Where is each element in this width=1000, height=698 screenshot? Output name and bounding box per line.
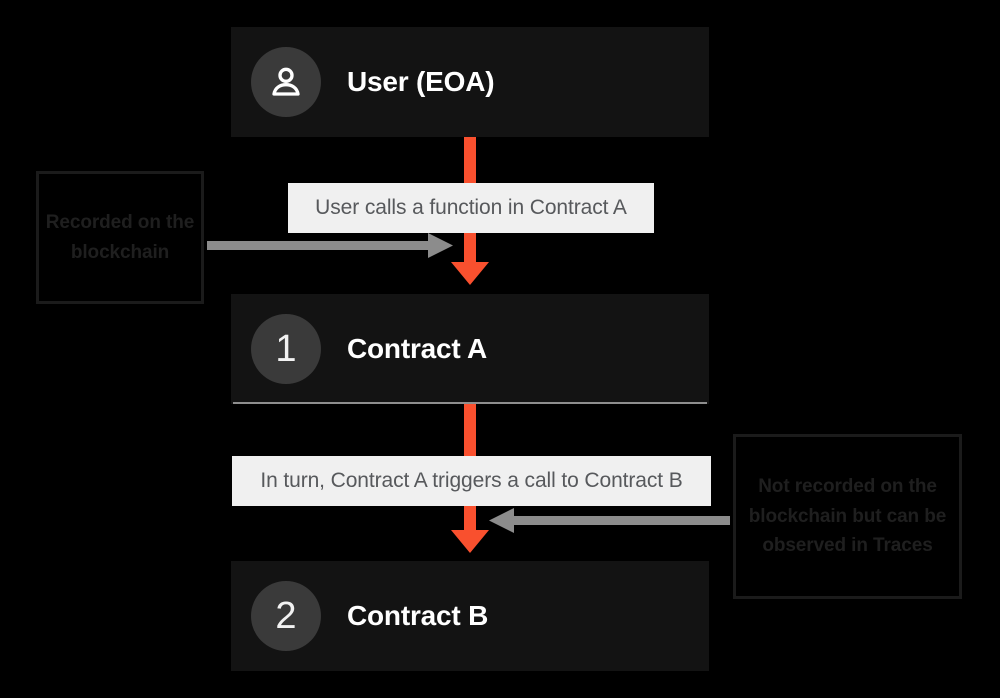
arrow-annotation-recorded <box>207 233 453 258</box>
annotation-recorded-on-blockchain-text: Recorded on the blockchain <box>45 212 195 263</box>
step-badge-1-number: 1 <box>275 328 297 370</box>
person-glyph <box>272 67 300 96</box>
message-box-contract-a-to-contract-b: In turn, Contract A triggers a call to C… <box>232 456 711 506</box>
user-icon <box>251 47 321 117</box>
node-user-label: User (EOA) <box>347 66 495 97</box>
node-user[interactable]: User (EOA) <box>231 27 709 137</box>
arrow-user-to-message-1 <box>464 137 476 185</box>
annotation-recorded-on-blockchain: Recorded on the blockchain <box>36 171 204 304</box>
message-box-user-to-contract-a: User calls a function in Contract A <box>288 183 654 233</box>
step-badge-1: 1 <box>251 314 321 384</box>
step-badge-2-number: 2 <box>275 595 297 637</box>
arrow-message-2-to-contract-b <box>451 506 489 553</box>
annotation-not-recorded-traces: Not recorded on the blockchain but can b… <box>733 434 962 599</box>
node-contract-b-label: Contract B <box>347 600 489 631</box>
step-badge-2: 2 <box>251 581 321 651</box>
arrow-annotation-not-recorded <box>489 508 730 533</box>
message-box-contract-a-to-contract-b-text: In turn, Contract A triggers a call to C… <box>260 469 683 492</box>
node-contract-a-label: Contract A <box>347 333 488 364</box>
node-contract-b[interactable]: 2 Contract B <box>231 561 709 671</box>
node-contract-a-underline <box>233 402 707 404</box>
node-contract-a[interactable]: 1 Contract A <box>231 294 709 404</box>
arrow-contract-a-to-message-2 <box>464 404 476 456</box>
arrow-message-1-to-contract-a <box>451 232 489 285</box>
annotation-not-recorded-traces-text: Not recorded on the blockchain but can b… <box>748 476 947 557</box>
message-box-user-to-contract-a-text: User calls a function in Contract A <box>315 196 627 219</box>
